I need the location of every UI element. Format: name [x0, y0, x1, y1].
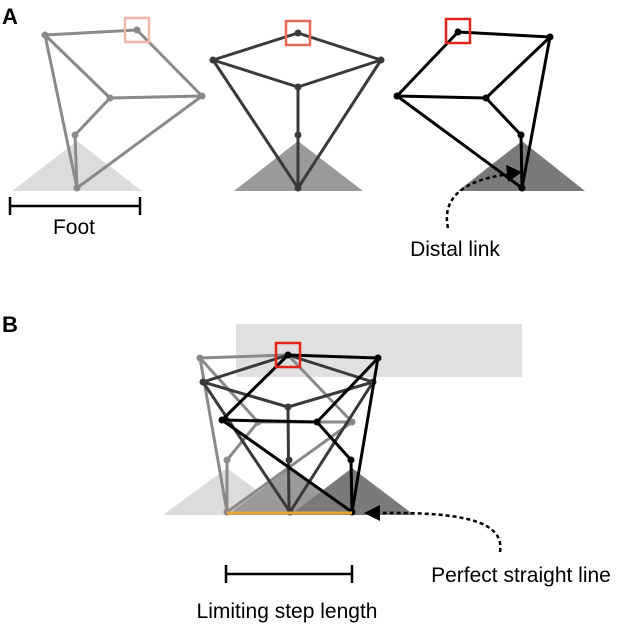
pale-marker-box: [123, 16, 151, 44]
panel-b-linkage-mid: [199, 353, 377, 516]
straight-line-label: Perfect straight line: [431, 564, 611, 587]
panel-a-letter: A: [2, 4, 18, 29]
foot-scale-bar: [8, 197, 142, 215]
panel-a-linkage-2: [209, 19, 385, 192]
foot-label: Foot: [53, 216, 95, 239]
light-box: [236, 324, 522, 377]
b-red-marker-box: [274, 341, 302, 369]
panel-b-linkage-black: [218, 341, 382, 516]
panel-b-letter: B: [2, 312, 18, 337]
straight-line-arrow: [364, 505, 502, 553]
distal-link-label: Distal link: [410, 238, 500, 261]
panel-a-linkage-1: [12, 16, 206, 192]
panel-a-linkage-3: [393, 17, 585, 192]
mid-marker-box: [284, 19, 312, 47]
distal-link-arrow: [445, 165, 522, 229]
step-length-label: Limiting step length: [197, 600, 378, 623]
red-marker-box: [444, 17, 472, 45]
step-length-scale-bar: [224, 565, 354, 583]
